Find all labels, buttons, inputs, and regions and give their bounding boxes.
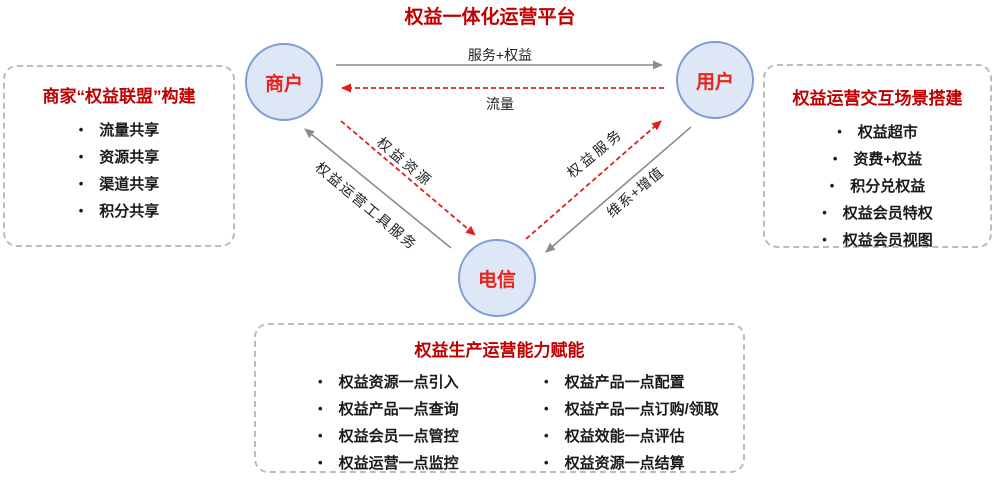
bullet-icon: • (318, 374, 323, 389)
list-item-label: 权益会员视图 (842, 232, 933, 249)
user-scenarios-panel: 权益运营交互场景搭建 • 权益超市 • 资费+权益 • 积分兑权益 • 权益会员特权 •… (763, 64, 992, 249)
node-telecom: 电信 (458, 239, 536, 317)
bullet-icon: • (544, 455, 549, 470)
bullet-icon: • (837, 124, 842, 139)
list-item-label: 权益产品一点订购/领取 (564, 401, 719, 418)
list-item: • 流量共享 (5, 116, 233, 143)
bullet-icon: • (78, 122, 84, 137)
page-title: 权益一体化运营平台 (404, 7, 576, 28)
list-item: • 权益会员一点管控 (318, 422, 544, 449)
node-user: 用户 (676, 41, 754, 119)
list-item-label: 流量共享 (99, 122, 160, 139)
edge-label-traffic: 流量 (486, 96, 514, 112)
arrow-telecom-to-user (525, 120, 662, 240)
edge-label-service-benefits: 服务+权益 (467, 47, 533, 63)
bullet-icon: • (832, 151, 838, 166)
telecom-capabilities-panel: 权益生产运营能力赋能 • 权益资源一点引入 • 权益产品一点查询 • 权益会员一点管控… (254, 323, 745, 473)
list-item-label: 权益会员特权 (842, 205, 933, 222)
list-item: • 权益运营一点监控 (318, 449, 544, 476)
list-item-label: 积分兑权益 (850, 178, 926, 195)
node-merchant: 商户 (245, 43, 323, 121)
bullet-icon: • (544, 401, 549, 416)
merchant-alliance-list: • 流量共享 • 资源共享 • 渠道共享 • 积分共享 (5, 116, 233, 224)
list-item: • 积分共享 (5, 197, 233, 224)
bullet-icon: • (318, 428, 323, 443)
list-item: • 资费+权益 (765, 145, 990, 172)
bullet-icon: • (78, 203, 84, 218)
list-item: • 权益会员特权 (765, 199, 990, 226)
list-item: • 权益效能一点评估 (544, 422, 719, 449)
list-item: • 权益超市 (765, 118, 990, 145)
list-item-label: 权益运营一点监控 (338, 455, 459, 472)
list-item: • 权益资源一点结算 (544, 449, 719, 476)
list-item-label: 资费+权益 (853, 151, 923, 168)
list-item: • 权益会员视图 (765, 226, 990, 253)
list-item: • 权益资源一点引入 (318, 368, 544, 395)
list-item: • 渠道共享 (5, 170, 233, 197)
panel-title: 权益生产运营能力赋能 (414, 341, 585, 360)
arrow-user-to-telecom (545, 126, 692, 253)
list-item-label: 权益超市 (857, 124, 918, 141)
arrow-telecom-to-merchant (304, 128, 452, 249)
list-item-label: 权益效能一点评估 (564, 428, 685, 445)
list-item-label: 权益资源一点结算 (564, 455, 685, 472)
list-item-label: 权益会员一点管控 (338, 428, 459, 445)
user-scenarios-list: • 权益超市 • 资费+权益 • 积分兑权益 • 权益会员特权 • 权益会员视图 (765, 118, 990, 253)
bullet-icon: • (822, 205, 827, 220)
list-item-label: 权益产品一点配置 (564, 374, 685, 391)
arrow-merchant-to-telecom (340, 120, 476, 236)
list-item: • 权益产品一点配置 (544, 368, 719, 395)
list-item: • 资源共享 (5, 143, 233, 170)
list-item-label: 权益产品一点查询 (338, 401, 459, 418)
capabilities-col2: • 权益产品一点配置 • 权益产品一点订购/领取 • 权益效能一点评估 • 权益资源一点… (544, 368, 719, 476)
panel-title: 商家“权益联盟”构建 (42, 87, 196, 106)
bullet-icon: • (829, 178, 835, 193)
merchant-alliance-panel: 商家“权益联盟”构建 • 流量共享 • 资源共享 • 渠道共享 • 积分共享 (3, 65, 235, 247)
bullet-icon: • (544, 374, 549, 389)
bullet-icon: • (78, 176, 84, 191)
panel-title: 权益运营交互场景搭建 (792, 89, 963, 108)
capabilities-columns: •权益资源一点引入 •权益产品一点查询 •权益会员一点管控 •权益运营一点监控 … (256, 368, 743, 476)
list-item: • 积分兑权益 (765, 172, 990, 199)
list-item-label: 积分共享 (99, 203, 160, 220)
bullet-icon: • (318, 401, 323, 416)
capabilities-col1: • 权益资源一点引入 • 权益产品一点查询 • 权益会员一点管控 • 权益运营一点监控 (318, 368, 544, 476)
list-item-label: 权益资源一点引入 (338, 374, 459, 391)
list-item: • 权益产品一点订购/领取 (544, 395, 719, 422)
list-item: • 权益产品一点查询 (318, 395, 544, 422)
bullet-icon: • (822, 232, 827, 247)
list-item-label: 渠道共享 (99, 176, 160, 193)
list-item-label: 资源共享 (99, 149, 160, 166)
bullet-icon: • (78, 149, 84, 164)
bullet-icon: • (318, 455, 323, 470)
bullet-icon: • (544, 428, 549, 443)
